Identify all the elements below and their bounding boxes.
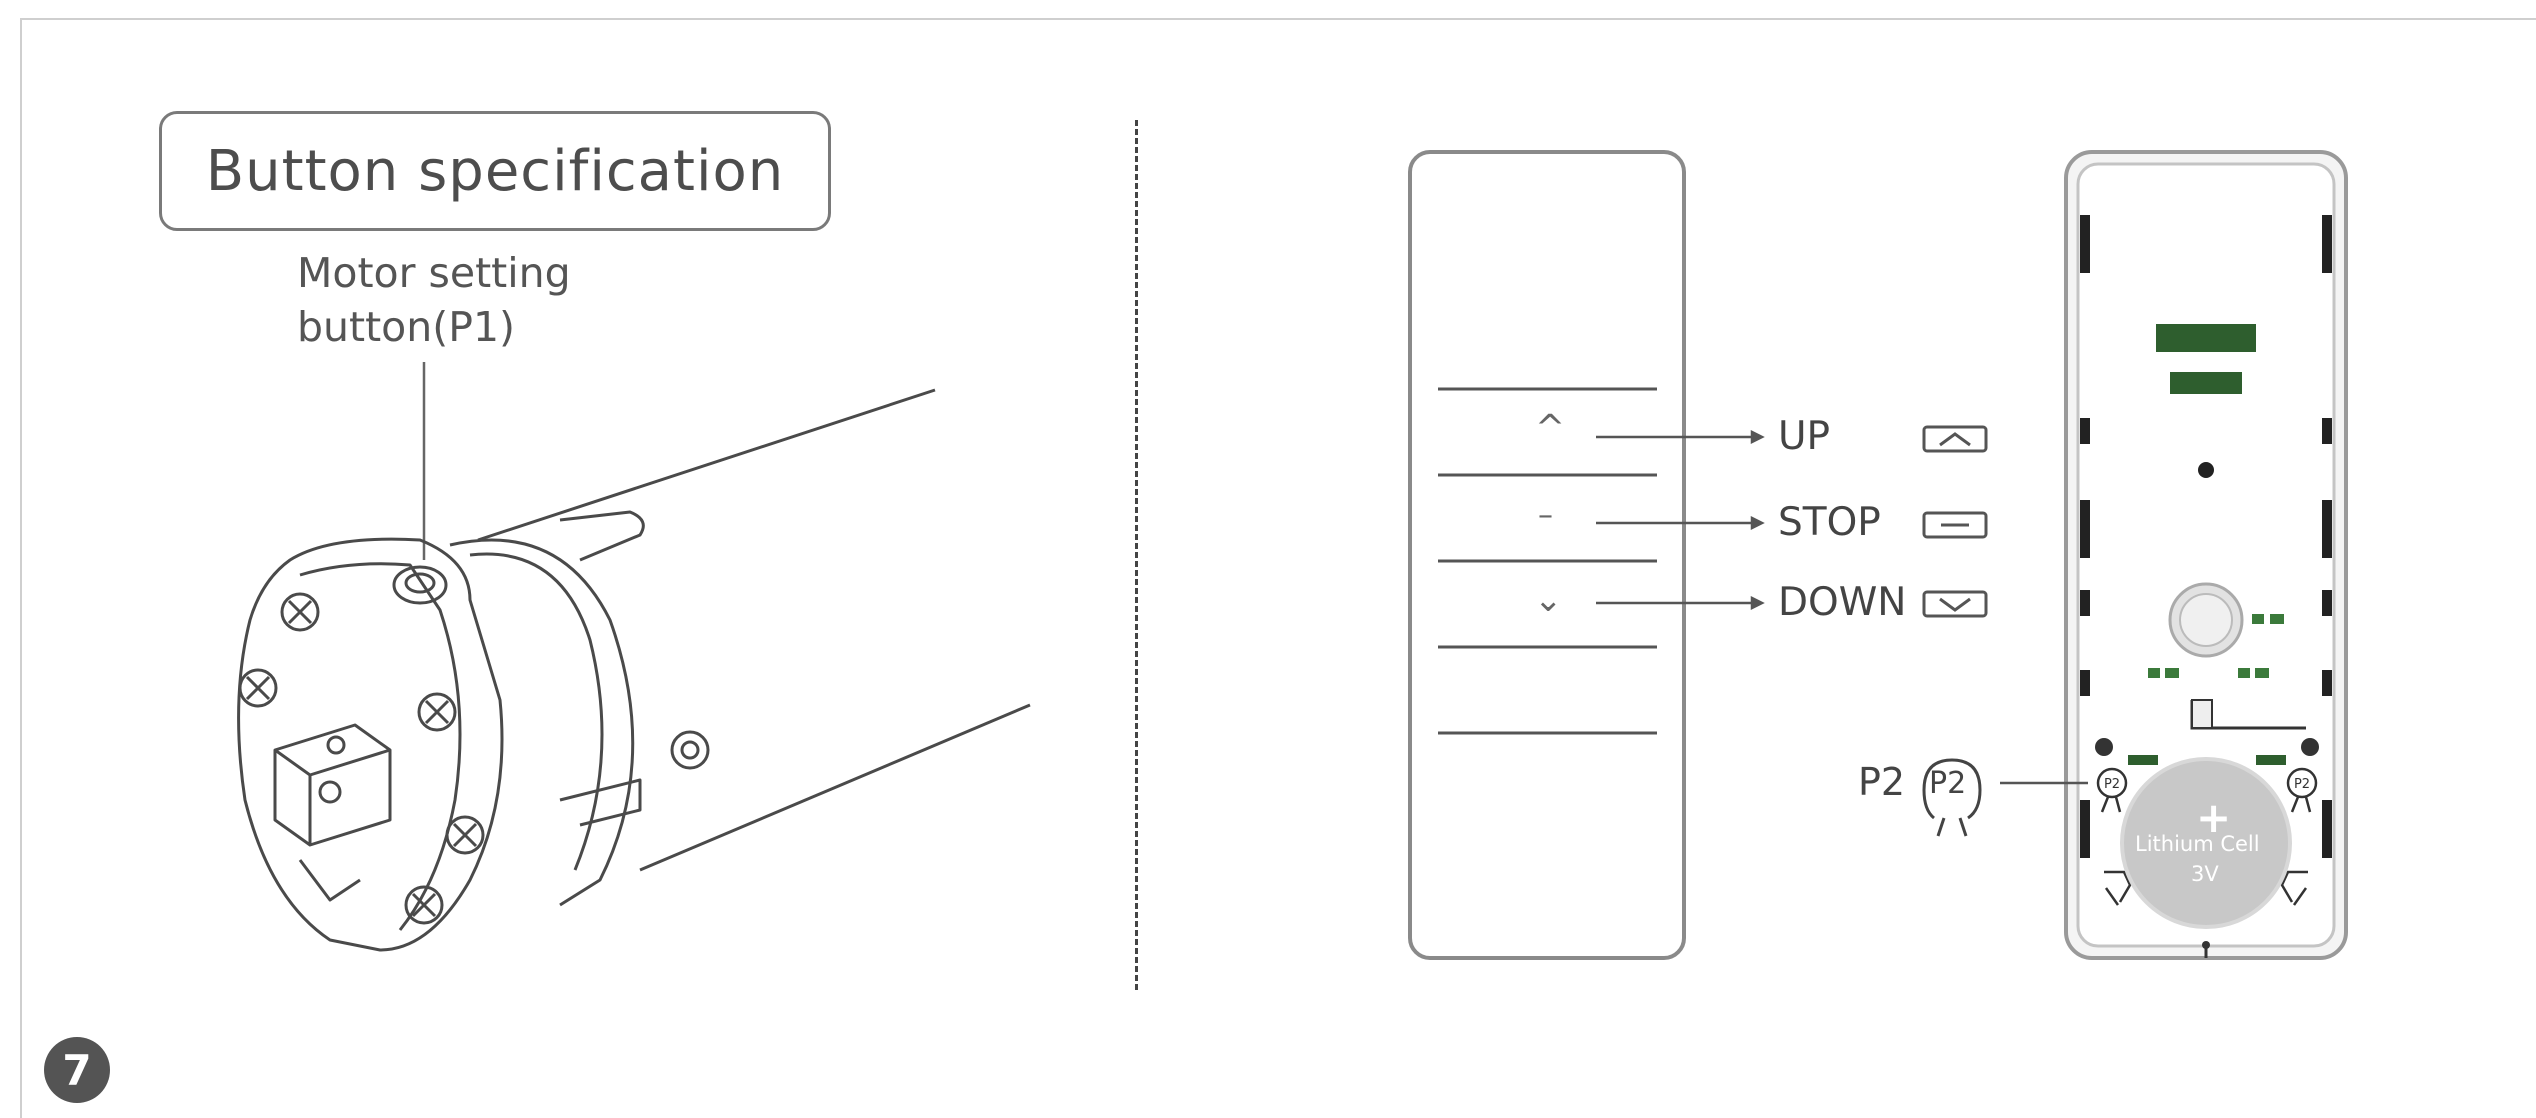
stop-label: STOP: [1778, 500, 1881, 545]
motor-setting-label: Motor setting button(P1): [297, 246, 571, 354]
down-label: DOWN: [1778, 580, 1907, 625]
tubular-motor-illustration: [237, 362, 1031, 952]
svg-text:P2: P2: [2104, 777, 2120, 792]
page-number-text: 7: [62, 1045, 92, 1095]
svg-text:P2: P2: [2294, 777, 2310, 792]
p2-badge-text: P2: [1929, 766, 1967, 801]
chevron-up-icon: ^: [1535, 408, 1566, 449]
remote-back: P2 P2: [2000, 150, 2348, 960]
pcb-pad-top: [2156, 324, 2256, 352]
p2-badge-icon: [1922, 758, 1982, 837]
motor-setting-label-line2: button(P1): [297, 303, 516, 351]
chevron-down-icon: ⌄: [1534, 580, 1563, 620]
p2-label: P2: [1858, 760, 1906, 804]
remote-front: [1408, 150, 1988, 960]
section-divider: [1135, 120, 1138, 990]
motor-setting-label-line1: Motor setting: [297, 249, 571, 297]
pcb-pad-second: [2170, 372, 2242, 394]
battery-type: Lithium Cell: [2135, 832, 2260, 856]
up-label: UP: [1778, 414, 1831, 459]
battery-plus: +: [2196, 793, 2232, 842]
battery-voltage: 3V: [2191, 862, 2219, 886]
page-title: Button specification: [205, 138, 785, 204]
lithium-battery: [2120, 757, 2292, 929]
page-frame: [20, 18, 2536, 1118]
stop-dash-icon: –: [1538, 498, 1553, 533]
page-number: 7: [44, 1037, 110, 1103]
title-box: Button specification: [159, 111, 831, 231]
